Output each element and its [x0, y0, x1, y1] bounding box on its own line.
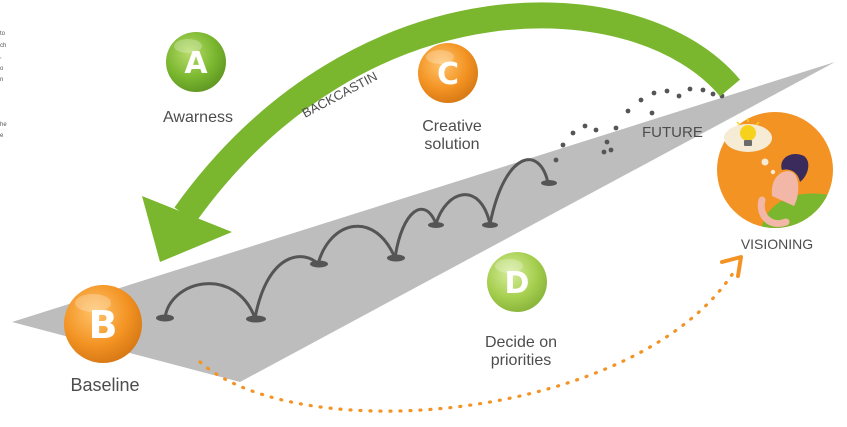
backcasting-arrow: [142, 2, 740, 262]
visioning-illustration: [717, 112, 833, 228]
road-plane: [12, 62, 835, 382]
awareness-label: Awarness: [163, 109, 233, 126]
step-b-letter: B: [89, 303, 118, 347]
step-c-circle: C: [418, 43, 478, 103]
side-text-column: to ch , o n he e: [0, 31, 7, 139]
side-text-line: e: [0, 133, 4, 139]
visioning-dotted-arrow: [198, 255, 743, 413]
step-b-circle: B: [64, 285, 142, 363]
future-dotted-path: [553, 86, 725, 163]
progress-bounces: [163, 158, 550, 320]
creative-solution-label-line1: Creative: [422, 118, 482, 135]
side-text-line: ch: [0, 43, 6, 49]
baseline-label: Baseline: [70, 375, 139, 395]
step-d-letter: D: [505, 266, 530, 301]
creative-solution-label-line2: solution: [424, 136, 479, 153]
side-text-line: n: [0, 77, 3, 83]
side-text-line: to: [0, 31, 6, 37]
future-label: FUTURE: [642, 124, 703, 141]
bounce-landing-marks: [156, 180, 557, 323]
side-text-line: ,: [0, 54, 2, 60]
step-d-circle: D: [487, 252, 547, 312]
step-a-letter: A: [184, 46, 208, 81]
side-text-line: he: [0, 122, 7, 128]
step-c-letter: C: [437, 57, 459, 92]
decide-priorities-label-line2: priorities: [491, 352, 551, 369]
step-a-circle: A: [166, 32, 226, 92]
lightbulb-icon: [724, 118, 776, 175]
visioning-label: VISIONING: [741, 236, 813, 252]
decide-priorities-label-line1: Decide on: [485, 334, 557, 351]
side-text-line: o: [0, 66, 4, 72]
